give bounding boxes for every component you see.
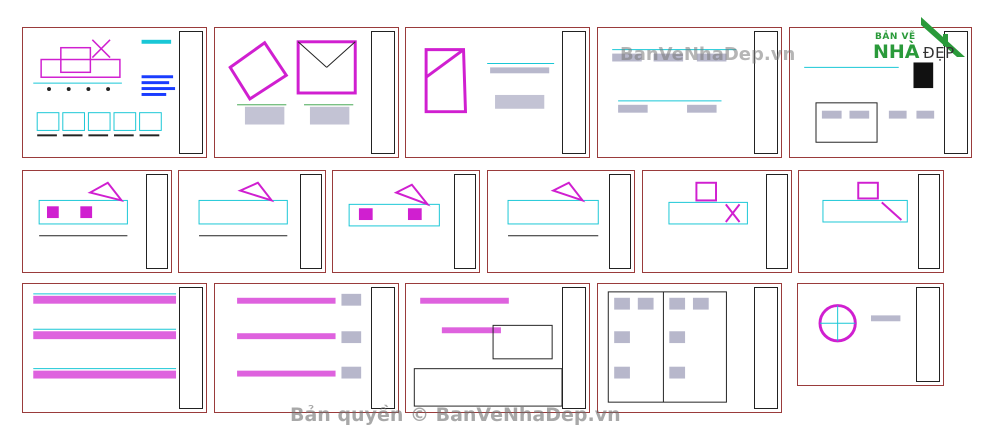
sheet-drawing [237,293,362,379]
drawing-sheet-elevation[interactable] [332,170,480,273]
sheet-drawing [33,39,176,137]
title-block [300,174,322,269]
title-block [371,31,395,154]
drawing-sheet-beam-rebar-details[interactable] [405,283,590,413]
sheet-drawing [228,40,357,125]
sheet-drawing [424,48,555,114]
drawing-sheet-elevation[interactable] [798,170,944,273]
sheet-drawing [607,291,727,403]
sheet-drawing [612,49,737,113]
sheet-drawing [38,181,128,237]
title-block [371,287,395,409]
drawing-sheet-beam-rebar[interactable] [22,283,207,413]
drawing-sheet-floor-plan[interactable] [405,27,590,158]
drawing-sheet-elevation[interactable] [22,170,172,273]
logo-line2: NHÀ [873,41,920,63]
watermark-copyright: Bản quyền © BanVeNhaDep.vn [290,404,621,426]
watermark-mid: BanVeNhaDep.vn [620,44,796,65]
drawing-sheet-circle-detail[interactable] [797,283,944,386]
drawing-sheet-elevation[interactable] [642,170,792,273]
drawing-sheet-details[interactable] [597,27,782,158]
logo-line3: ĐẸP [923,44,955,62]
title-block [754,287,778,409]
title-block [562,31,586,154]
drawing-sheet-details-logo[interactable] [789,27,972,158]
title-block [766,174,788,269]
title-block [562,287,586,409]
sheet-drawing [822,181,908,223]
title-block [454,174,476,269]
sheet-drawing [668,181,748,225]
sheet-drawing [348,183,440,227]
sheet-drawing [413,297,563,407]
drawing-sheet-roof-plan[interactable] [214,27,399,158]
logo-line1: BẢN VẼ [875,32,916,42]
house-roof-icon [921,17,965,57]
sheet-drawing [818,304,901,343]
title-block [146,174,168,269]
site-logo: BẢN VẼ NHÀ ĐẸP [853,12,973,68]
drawing-sheet-beam-rebar[interactable] [214,283,399,413]
sheet-drawing [198,181,288,237]
drawing-sheet-elevation[interactable] [487,170,635,273]
title-block [916,287,940,382]
sheet-drawing [507,181,599,237]
title-block [179,31,203,154]
title-block [918,174,940,269]
sheet-drawing [33,293,177,379]
sheet-drawing [804,62,935,143]
drawing-sheet-elevation[interactable] [178,170,326,273]
drawing-sheet-plan-overview[interactable] [22,27,207,158]
title-block [754,31,778,154]
title-block [609,174,631,269]
title-block [179,287,203,409]
drawing-sheet-column-details[interactable] [597,283,782,413]
